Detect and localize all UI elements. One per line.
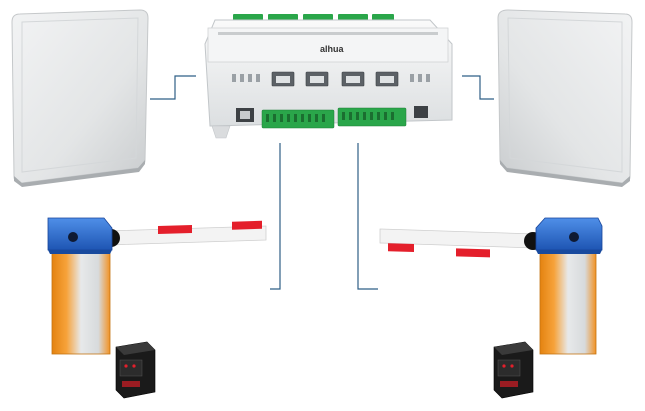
loop-detector-icon <box>493 341 534 399</box>
line-right-reader <box>462 75 494 100</box>
loop-detector-icon <box>115 341 156 399</box>
connector-lines <box>150 75 494 290</box>
controller-brand: alhua <box>320 44 345 54</box>
barrier-gate-icon <box>379 217 603 355</box>
access-controller-icon: alhua <box>204 14 453 139</box>
rfid-antenna-icon <box>11 9 149 187</box>
rfid-antenna-icon <box>497 9 633 187</box>
line-left-barrier <box>270 143 281 290</box>
line-left-reader <box>150 75 196 100</box>
line-right-barrier <box>357 143 378 290</box>
barrier-gate-icon <box>47 217 267 355</box>
